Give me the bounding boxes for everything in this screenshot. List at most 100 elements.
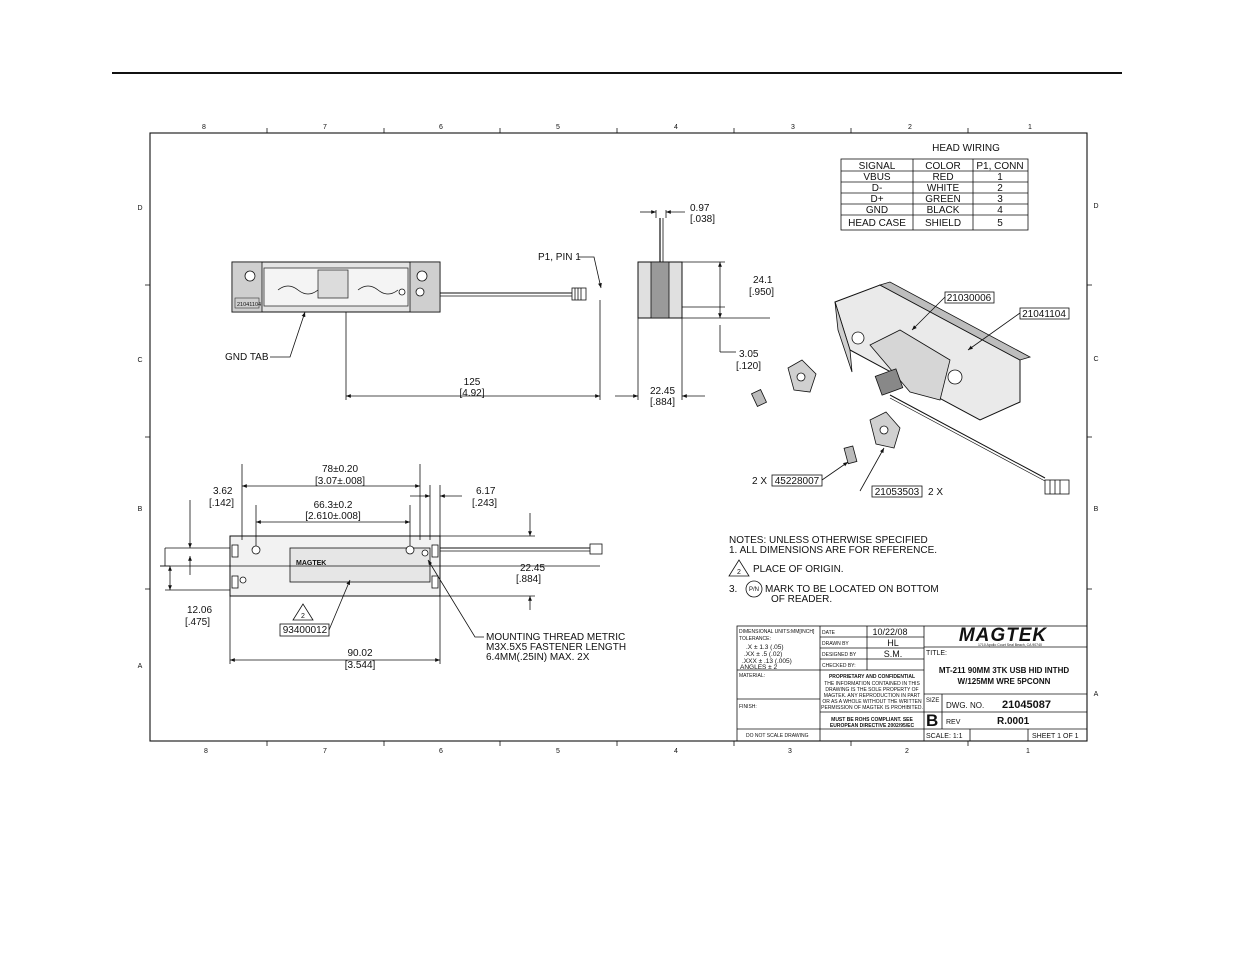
callout-part: 21053503 xyxy=(875,487,920,498)
zone-label: 3 xyxy=(788,748,792,755)
table-cell: 1 xyxy=(997,172,1003,183)
callout-qty: 2 X xyxy=(752,476,767,487)
table-cell: HEAD CASE xyxy=(848,218,906,229)
origin-flag-number: 2 xyxy=(301,613,305,620)
dim-side-top: 0.97 xyxy=(690,203,710,214)
dim-2245-in: [.884] xyxy=(516,574,541,585)
table-header: SIGNAL xyxy=(859,161,896,172)
table-cell: SHIELD xyxy=(925,218,961,229)
zone-label: C xyxy=(137,357,142,364)
table-cell: 2 xyxy=(997,183,1003,194)
callout-qty: 2 X xyxy=(928,487,943,498)
table-cell: WHITE xyxy=(927,183,960,194)
zone-label: D xyxy=(137,205,142,212)
dim-length: 125 xyxy=(464,377,481,388)
table-cell: 4 xyxy=(997,205,1003,216)
tb-prop-line: DRAWING IS THE SOLE PROPERTY OF xyxy=(825,687,918,693)
table-cell: RED xyxy=(932,172,953,183)
tb-tol-xx: .XX ± .5 (.02) xyxy=(744,651,782,658)
zone-label: 5 xyxy=(556,124,560,131)
zone-label: 4 xyxy=(674,748,678,755)
front-view-part-label: 21041104 xyxy=(237,302,261,308)
note-2: PLACE OF ORIGIN. xyxy=(753,564,844,575)
zone-label: 6 xyxy=(439,748,443,755)
zone-label: 7 xyxy=(323,748,327,755)
dim-1206-in: [.475] xyxy=(185,617,210,628)
top-view: MAGTEK 78±0.20 [3.07±.008] 66.3±0.2 [2.6… xyxy=(160,464,626,671)
dim-362: 3.62 xyxy=(213,486,233,497)
front-view: 21041104 P1, PIN 1 GND TAB 125 [4.92] xyxy=(225,252,602,400)
tb-size: B xyxy=(926,711,938,730)
tb-drawn: HL xyxy=(887,638,899,648)
zone-column-labels-bottom: 8 7 6 5 4 3 2 1 xyxy=(204,748,1030,755)
tb-rohs-line: MUST BE ROHS COMPLIANT. SEE xyxy=(831,717,913,723)
tb-date-label: DATE xyxy=(822,630,836,636)
dim-66: 66.3±0.2 xyxy=(314,500,353,511)
dim-78: 78±0.20 xyxy=(322,464,359,475)
zone-label: 8 xyxy=(204,748,208,755)
tb-material: MATERIAL: xyxy=(739,673,765,679)
table-cell: BLACK xyxy=(927,205,960,216)
dim-362-in: [.142] xyxy=(209,498,234,509)
tb-drawn-label: DRAWN BY xyxy=(822,641,849,647)
dim-66-in: [2.610±.008] xyxy=(305,511,361,522)
tb-dwg-no: 21045087 xyxy=(1002,699,1051,711)
side-view: 0.97 [.038] 24.1 [.950] 3.05 [.120] 22.4… xyxy=(615,203,774,408)
zone-label: 2 xyxy=(905,748,909,755)
dim-1206: 12.06 xyxy=(187,605,212,616)
zone-label: 8 xyxy=(202,124,206,131)
dim-78-in: [3.07±.008] xyxy=(315,476,365,487)
tb-designed-label: DESIGNED BY xyxy=(822,652,857,658)
table-cell: GREEN xyxy=(925,194,961,205)
isometric-view: 21030006 21041104 2 X 45228007 21053503 … xyxy=(750,281,1070,498)
tb-tol-x: .X ± 1.3 (.05) xyxy=(746,644,784,651)
note-1: 1. ALL DIMENSIONS ARE FOR REFERENCE. xyxy=(729,545,937,556)
tb-rohs-line: EUROPEAN DIRECTIVE 2002/95/EC xyxy=(830,723,915,729)
tb-tol-xxx: .XXX ± .13 (.005) xyxy=(742,658,792,665)
table-header: P1, CONN xyxy=(976,161,1023,172)
dim-side-bottom-in: [.120] xyxy=(736,361,761,372)
zone-row-labels: D C B A D C B A xyxy=(137,203,1098,698)
table-cell: 3 xyxy=(997,194,1003,205)
tb-date: 10/22/08 xyxy=(872,627,907,637)
head-wiring-title: HEAD WIRING xyxy=(932,143,1000,154)
tb-prop-title: PROPRIETARY AND CONFIDENTIAL xyxy=(829,674,915,680)
table-cell: VBUS xyxy=(863,172,891,183)
zone-label: C xyxy=(1093,356,1098,363)
tb-no-scale: DO NOT SCALE DRAWING xyxy=(746,733,809,739)
callout-part: 21030006 xyxy=(947,293,992,304)
dim-side-bottom: 3.05 xyxy=(739,349,759,360)
top-view-brand: MAGTEK xyxy=(296,560,326,567)
tb-dim-units: DIMENSIONAL UNITS:MM[INCH] xyxy=(739,629,815,635)
gnd-tab-label: GND TAB xyxy=(225,352,269,363)
zone-label: 4 xyxy=(674,124,678,131)
tb-prop-line: MAGTEK. ANY REPRODUCTION IN PART xyxy=(824,693,920,699)
tb-prop-line: PERMISSION OF MAGTEK IS PROHIBITED. xyxy=(821,705,923,711)
zone-label: A xyxy=(138,663,143,670)
title-block: DIMENSIONAL UNITS:MM[INCH] TOLERANCE: .X… xyxy=(736,625,1088,742)
tb-angles: ANGLES ± 2 xyxy=(740,664,778,671)
mount-note-line: 6.4MM(.25IN) MAX. 2X xyxy=(486,652,590,663)
callout-part: 45228007 xyxy=(775,476,820,487)
dim-2245: 22.45 xyxy=(520,563,545,574)
dim-617: 6.17 xyxy=(476,486,496,497)
tb-prop-line: OR AS A WHOLE WITHOUT THE WRITTEN xyxy=(822,699,922,705)
zone-label: B xyxy=(1094,506,1099,513)
dim-side-width-in: [.884] xyxy=(650,397,675,408)
dim-side-top-in: [.038] xyxy=(690,214,715,225)
notes-header: NOTES: UNLESS OTHERWISE SPECIFIED xyxy=(729,535,928,546)
note-2-flag: 2 xyxy=(737,569,741,576)
table-cell: D+ xyxy=(870,194,883,205)
tb-designed: S.M. xyxy=(884,649,903,659)
note-3-line: MARK TO BE LOCATED ON BOTTOM xyxy=(765,584,939,595)
table-cell: 5 xyxy=(997,218,1003,229)
table-header: COLOR xyxy=(925,161,961,172)
tb-sheet: SHEET 1 OF 1 xyxy=(1032,733,1079,740)
note-3-number: 3. xyxy=(729,584,737,595)
callout-part: 21041104 xyxy=(1022,309,1066,320)
zone-ticks xyxy=(145,128,1092,746)
dim-side-height-in: [.950] xyxy=(749,287,774,298)
zone-label: 2 xyxy=(908,124,912,131)
zone-column-labels-top: 8 7 6 5 4 3 2 1 xyxy=(202,124,1032,131)
